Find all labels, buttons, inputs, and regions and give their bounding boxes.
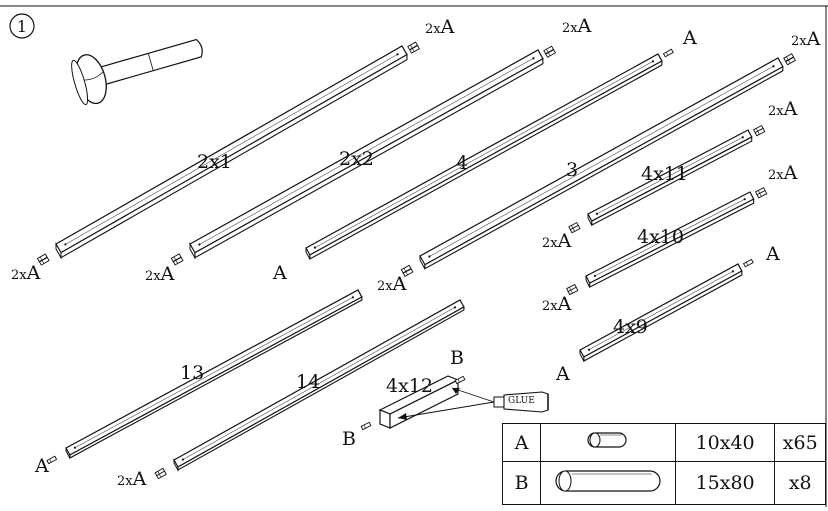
- svg-text:2xA: 2xA: [768, 162, 798, 184]
- dowel-callout: A: [272, 262, 287, 284]
- hardware-size: 10x40: [674, 422, 776, 463]
- board-part-14: [154, 299, 465, 480]
- part-label-10: 4x10: [637, 226, 684, 248]
- hardware-row-b: B 15x80 x8: [501, 461, 826, 505]
- svg-text:B: B: [450, 347, 464, 369]
- dowel-callout: 2xA: [11, 262, 41, 284]
- dowel-pin: [743, 258, 754, 268]
- dowel-pin: [663, 48, 674, 58]
- dowel-callout: 2xA: [768, 162, 798, 184]
- dowel-callout: 2xA: [425, 16, 455, 38]
- svg-text:2xA: 2xA: [117, 468, 147, 490]
- glue-pointer-line: [451, 387, 495, 403]
- dowel-callout: A: [682, 27, 697, 49]
- glue-label: GLUE: [508, 396, 535, 406]
- step-number-badge: 1: [9, 13, 35, 39]
- part-label-9: 4x9: [613, 316, 648, 338]
- svg-text:2xA: 2xA: [768, 98, 798, 120]
- dowel-callout: B: [450, 347, 464, 369]
- svg-text:2xA: 2xA: [425, 16, 455, 38]
- hardware-code: A: [501, 422, 542, 463]
- dowel-pin: [360, 421, 372, 431]
- part-label-11: 4x11: [641, 163, 688, 185]
- dowel-callout: B: [342, 428, 356, 450]
- dowel-callout: 2xA: [145, 263, 175, 285]
- dowel-callout: 2xA: [542, 230, 572, 252]
- boards-group: [37, 41, 796, 480]
- svg-text:A: A: [765, 243, 780, 265]
- board-part-11: [568, 125, 766, 234]
- part-label-3: 3: [566, 159, 578, 181]
- dowel-callout: 2xA: [562, 15, 592, 37]
- small-dowel-drawing: [587, 432, 627, 448]
- dowel-callout: 2xA: [117, 468, 147, 490]
- mallet-icon: [71, 38, 203, 106]
- hardware-code: B: [501, 461, 542, 505]
- part-label-4: 4: [456, 152, 468, 174]
- part-label-2: 2x2: [339, 148, 374, 170]
- hardware-quantity: x65: [774, 422, 826, 463]
- dowel-callout: A: [765, 243, 780, 265]
- svg-text:2xA: 2xA: [542, 293, 572, 315]
- part-label-12: 4x12: [386, 375, 433, 397]
- hardware-size: 15x80: [674, 461, 776, 505]
- dowel-callout: 2xA: [377, 273, 407, 295]
- svg-text:A: A: [272, 262, 287, 284]
- part-label-14: 14: [296, 371, 320, 393]
- hardware-quantity: x8: [774, 461, 826, 505]
- svg-text:A: A: [555, 363, 570, 385]
- dowel-callout: 2xA: [542, 293, 572, 315]
- svg-text:2xA: 2xA: [562, 15, 592, 37]
- svg-text:A: A: [34, 455, 49, 477]
- svg-text:B: B: [342, 428, 356, 450]
- part-label-13: 13: [180, 362, 204, 384]
- dowel-callout: A: [34, 455, 49, 477]
- hardware-row-a: A 10x40 x65: [501, 422, 826, 463]
- dowel-callout: A: [555, 363, 570, 385]
- dowel-callout: 2xA: [768, 98, 798, 120]
- svg-text:2xA: 2xA: [791, 28, 821, 50]
- svg-text:2xA: 2xA: [11, 262, 41, 284]
- dowel-callout: 2xA: [791, 28, 821, 50]
- svg-text:2xA: 2xA: [145, 263, 175, 285]
- svg-text:2xA: 2xA: [542, 230, 572, 252]
- svg-text:A: A: [682, 27, 697, 49]
- large-dowel-drawing: [555, 469, 661, 492]
- part-12-block: [360, 375, 495, 431]
- board-part-4: [305, 48, 674, 260]
- board-part-3: [400, 53, 796, 277]
- hardware-table: A 10x40 x65 B 15x80 x8: [501, 422, 826, 505]
- glue-pointer-line: [397, 401, 495, 419]
- board-part-2: [170, 45, 556, 266]
- step-number: 1: [17, 17, 27, 36]
- dowel-pin: [454, 375, 466, 385]
- small-dowel-icon: [540, 422, 676, 463]
- board-part-1: [37, 41, 420, 266]
- svg-text:2xA: 2xA: [377, 273, 407, 295]
- glue-tube-icon: GLUE: [493, 391, 549, 413]
- board-part-9: [579, 258, 754, 362]
- part-label-1: 2x1: [197, 151, 232, 173]
- large-dowel-icon: [540, 461, 676, 505]
- board-part-10: [566, 187, 768, 296]
- board-part-13: [46, 289, 363, 465]
